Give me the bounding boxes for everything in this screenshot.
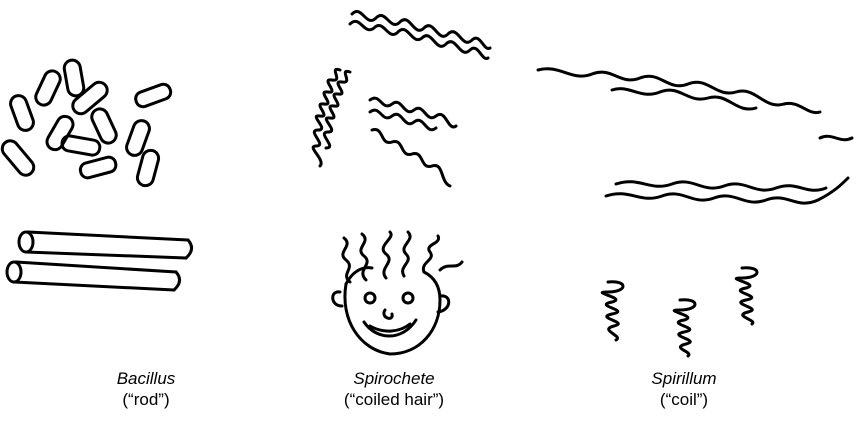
spirochete-face <box>333 232 462 354</box>
spirillum-meaning: (“coil”) <box>574 389 794 410</box>
spirillum-wavy-strands <box>538 69 852 203</box>
spirillum-caption: Spirillum (“coil”) <box>574 368 794 410</box>
bacillus-name: Bacillus <box>36 368 256 389</box>
bacillus-caption: Bacillus (“rod”) <box>36 368 256 410</box>
spirochete-strands <box>313 12 490 186</box>
spirillum-name: Spirillum <box>574 368 794 389</box>
spirillum-coils <box>602 268 757 356</box>
spirochete-caption: Spirochete (“coiled hair”) <box>284 368 504 410</box>
bacillus-cluster <box>0 59 173 188</box>
bacillus-meaning: (“rod”) <box>36 389 256 410</box>
spirochete-meaning: (“coiled hair”) <box>284 389 504 410</box>
spirochete-name: Spirochete <box>284 368 504 389</box>
bacillus-long-rods <box>7 232 192 290</box>
